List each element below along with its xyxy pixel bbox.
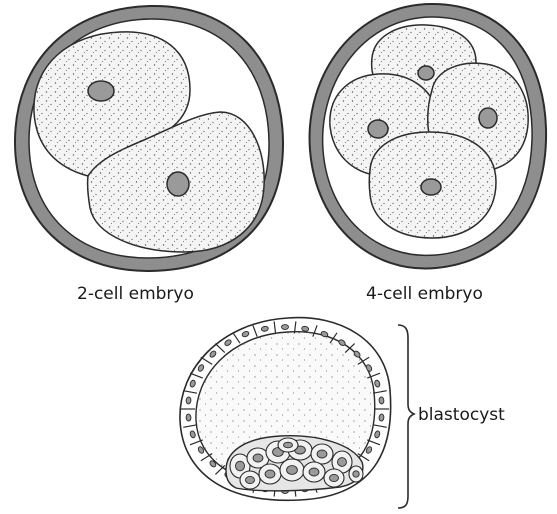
blastocyst bbox=[180, 318, 391, 501]
nucleus-4cell-right bbox=[479, 108, 497, 128]
inner-cell-nucleus bbox=[246, 476, 255, 483]
blastocyst-bracket bbox=[398, 325, 414, 508]
blastomere-4cell-bottom bbox=[369, 132, 496, 238]
inner-cell-nucleus bbox=[284, 442, 293, 448]
trophoblast-nucleus bbox=[282, 325, 289, 330]
nucleus-4cell-left bbox=[368, 120, 388, 138]
inner-cell-nucleus bbox=[338, 458, 347, 467]
two-cell-embryo-label: 2-cell embryo bbox=[77, 284, 194, 304]
nucleus-2cell-lower bbox=[167, 172, 189, 196]
trophoblast-nucleus bbox=[186, 414, 192, 421]
inner-cell-nucleus bbox=[253, 454, 263, 462]
inner-cell-nucleus bbox=[330, 474, 339, 481]
trophoblast-nucleus bbox=[186, 397, 192, 404]
inner-cell-nucleus bbox=[353, 471, 359, 477]
four-cell-embryo-label: 4-cell embryo bbox=[366, 284, 483, 304]
trophoblast-nucleus bbox=[379, 414, 385, 421]
four-cell-embryo bbox=[310, 4, 547, 269]
inner-cell-nucleus bbox=[236, 461, 245, 471]
nucleus-4cell-top bbox=[418, 66, 434, 80]
inner-cell-nucleus bbox=[287, 466, 298, 475]
nucleus-4cell-bottom bbox=[421, 179, 441, 195]
inner-cell-nucleus bbox=[317, 450, 327, 458]
inner-cell-nucleus bbox=[265, 470, 275, 478]
nucleus-2cell-upper bbox=[88, 81, 114, 101]
blastocyst-label: blastocyst bbox=[418, 405, 505, 425]
trophoblast-nucleus bbox=[379, 397, 385, 404]
two-cell-embryo bbox=[15, 6, 283, 271]
inner-cell-nucleus bbox=[309, 468, 319, 476]
